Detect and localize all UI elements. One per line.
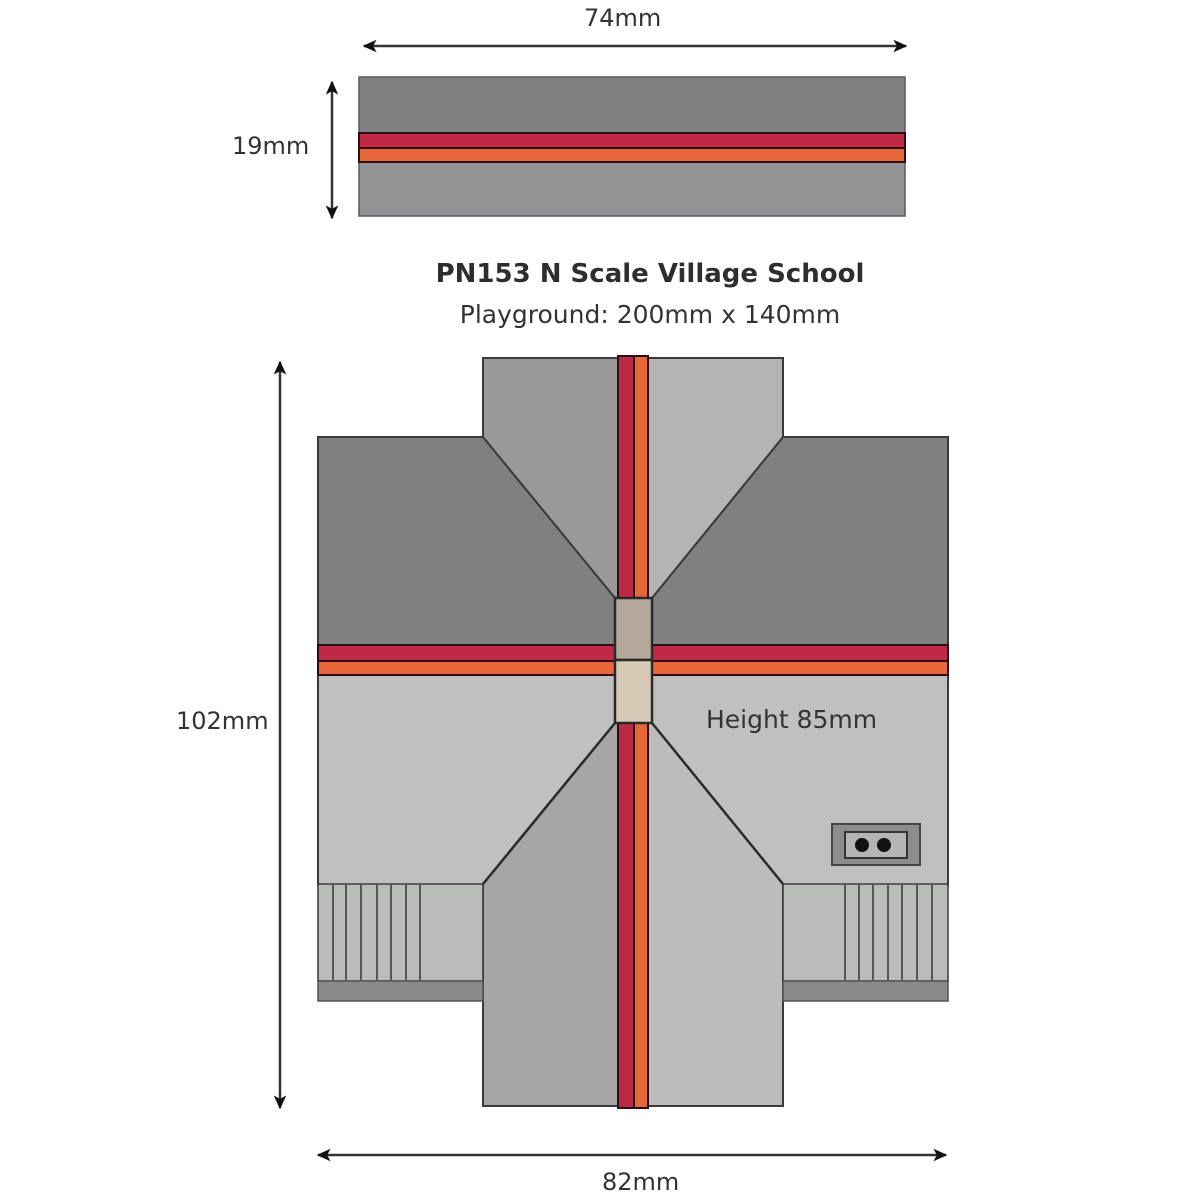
chimney-icon	[831, 823, 921, 866]
ridge-vertical-bottom-red	[617, 721, 635, 1109]
plan-view	[273, 355, 949, 1162]
side-width-label: 74mm	[584, 4, 662, 32]
porch-right	[782, 883, 949, 1002]
ridge-vertical-top-orange	[633, 355, 649, 600]
roof-lower-left-fill	[318, 675, 615, 884]
playground-dimensions: Playground: 200mm x 140mm	[459, 300, 841, 329]
side-ridge-orange	[358, 147, 906, 163]
side-roof-lower	[358, 161, 906, 217]
side-view	[325, 39, 908, 220]
tower-top	[613, 596, 654, 662]
hip-line-left	[482, 722, 616, 885]
ridge-vertical-bottom-orange	[633, 721, 649, 1109]
side-ridge-red	[358, 132, 906, 149]
ridge-vertical-top-red	[617, 355, 635, 600]
hip-line-right	[651, 722, 784, 885]
side-height-label: 19mm	[232, 132, 310, 160]
side-roof-upper	[358, 76, 906, 134]
page-title: PN153 N Scale Village School	[435, 259, 865, 289]
plan-width-label: 82mm	[602, 1168, 680, 1196]
height-note: Height 85mm	[706, 705, 878, 734]
tower-bottom	[613, 658, 654, 725]
plan-depth-label: 102mm	[176, 707, 269, 735]
porch-left	[317, 883, 484, 1002]
